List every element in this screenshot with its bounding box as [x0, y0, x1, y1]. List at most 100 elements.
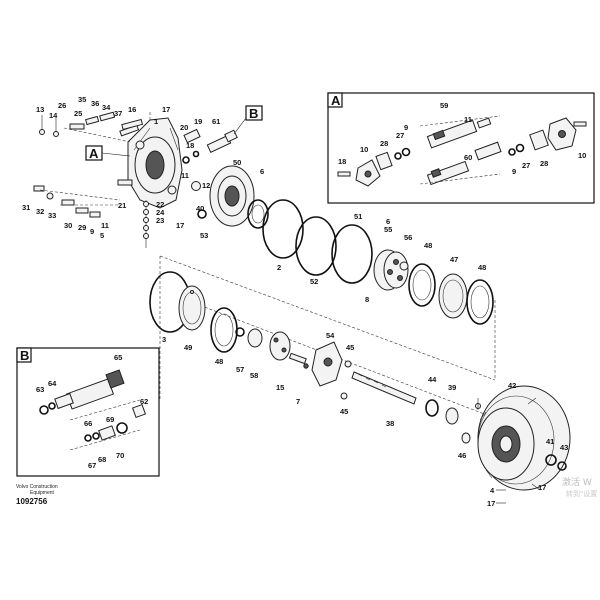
label-41: 41	[546, 437, 554, 446]
label-42: 42	[508, 381, 516, 390]
label-19: 19	[194, 117, 202, 126]
label-3: 3	[162, 335, 166, 344]
label-9-left: 9	[90, 227, 94, 236]
label-7: 7	[296, 397, 300, 406]
label-55: 55	[384, 225, 392, 234]
panel-a-title: A	[331, 93, 341, 108]
label-17-mid: 17	[176, 221, 184, 230]
label-8: 8	[365, 295, 369, 304]
panel-b-label-70: 70	[116, 451, 124, 460]
panel-b-label-66: 66	[84, 419, 92, 428]
label-51: 51	[354, 212, 362, 221]
brand-name: Volvo Construction	[16, 484, 58, 490]
label-14: 14	[49, 111, 58, 120]
label-50: 50	[233, 158, 241, 167]
panel-a-label-18: 18	[338, 157, 346, 166]
label-38: 38	[386, 419, 394, 428]
panel-b-label-62: 62	[140, 397, 148, 406]
valve-61	[206, 129, 238, 153]
label-31: 31	[22, 203, 30, 212]
label-24: 24	[156, 208, 165, 217]
label-6-mid: 6	[386, 217, 390, 226]
label-46: 46	[458, 451, 466, 460]
panel-a-label-9-right: 9	[512, 167, 516, 176]
label-18: 18	[186, 141, 194, 150]
label-16: 16	[128, 105, 136, 114]
label-11-upper: 11	[181, 171, 189, 180]
label-11-left: 11	[101, 221, 109, 230]
label-17-right: 17	[538, 483, 546, 492]
label-15: 15	[276, 383, 284, 392]
label-61: 61	[212, 117, 220, 126]
label-39: 39	[448, 383, 456, 392]
bolt-stack	[143, 200, 149, 239]
label-48-c: 48	[215, 357, 223, 366]
label-20: 20	[180, 123, 188, 132]
label-4: 4	[490, 486, 495, 495]
panel-b-label-68: 68	[98, 455, 106, 464]
panel-b-label-69: 69	[106, 415, 114, 424]
label-48-b: 48	[478, 263, 486, 272]
piston-parts	[235, 327, 309, 369]
label-29: 29	[78, 223, 86, 232]
panel-b-title: B	[20, 348, 29, 363]
panel-a-label-59: 59	[440, 101, 448, 110]
label-53: 53	[200, 231, 208, 240]
label-13: 13	[36, 105, 44, 114]
panel-a-label-10-right: 10	[578, 151, 586, 160]
label-58: 58	[250, 371, 258, 380]
label-1: 1	[154, 117, 158, 126]
leader-lines	[145, 238, 506, 504]
watermark-line2: 转到"设置	[566, 489, 597, 498]
panel-b-label-64: 64	[48, 379, 57, 388]
panel-a-label-28-left: 28	[380, 139, 388, 148]
label-12: 12	[202, 181, 210, 190]
detail-panel-b: B 65 63 64 62 69 66 68 70 67	[16, 347, 160, 477]
label-26: 26	[58, 101, 66, 110]
panel-a-label-9-left: 9	[404, 123, 408, 132]
callout-a-letter: A	[89, 146, 99, 161]
label-45-bottom: 45	[340, 407, 348, 416]
housing-assembly	[117, 110, 207, 219]
callout-b-letter: B	[249, 106, 258, 121]
brand-name-line2: Equipment	[30, 490, 55, 496]
panel-a-label-60: 60	[464, 153, 472, 162]
panel-a-label-10-left: 10	[360, 145, 368, 154]
panel-b-label-67: 67	[88, 461, 96, 470]
part-number-labels: 13 14 26 35 36 34 25 37 16 17 1 20 19 61…	[22, 95, 568, 508]
watermark-line1: 激活 W	[562, 476, 592, 488]
label-17-bottom: 17	[487, 499, 495, 508]
rotor-55	[373, 249, 494, 325]
label-33: 33	[48, 211, 56, 220]
label-23: 23	[156, 216, 164, 225]
panel-b-label-63: 63	[36, 385, 44, 394]
drawing-footer: Volvo Construction Equipment 1092756	[16, 484, 58, 506]
flange-50	[209, 165, 269, 229]
label-34: 34	[102, 103, 111, 112]
label-47: 47	[450, 255, 458, 264]
lower-rings	[149, 271, 238, 353]
label-40: 40	[196, 204, 204, 213]
label-37: 37	[114, 109, 122, 118]
label-49: 49	[184, 343, 192, 352]
small-parts-46-47	[461, 398, 481, 444]
detail-panel-a: A 59 11 28 27 9 10 18 60 9 27 28 10	[327, 92, 595, 204]
label-56: 56	[404, 233, 412, 242]
shaft-38	[351, 371, 459, 425]
label-44: 44	[428, 375, 437, 384]
hub-drum-42	[477, 385, 571, 491]
label-54: 54	[326, 331, 335, 340]
label-21: 21	[118, 201, 126, 210]
label-17-top: 17	[162, 105, 170, 114]
label-6-upper: 6	[260, 167, 264, 176]
label-43: 43	[560, 443, 568, 452]
drawing-number: 1092756	[16, 497, 48, 506]
panel-a-label-27-left: 27	[396, 131, 404, 140]
panel-a-label-28-right: 28	[540, 159, 548, 168]
label-25: 25	[74, 109, 82, 118]
label-22: 22	[156, 200, 164, 209]
label-2: 2	[277, 263, 281, 272]
callout-b-main: B	[233, 105, 263, 135]
label-45-top: 45	[346, 343, 354, 352]
